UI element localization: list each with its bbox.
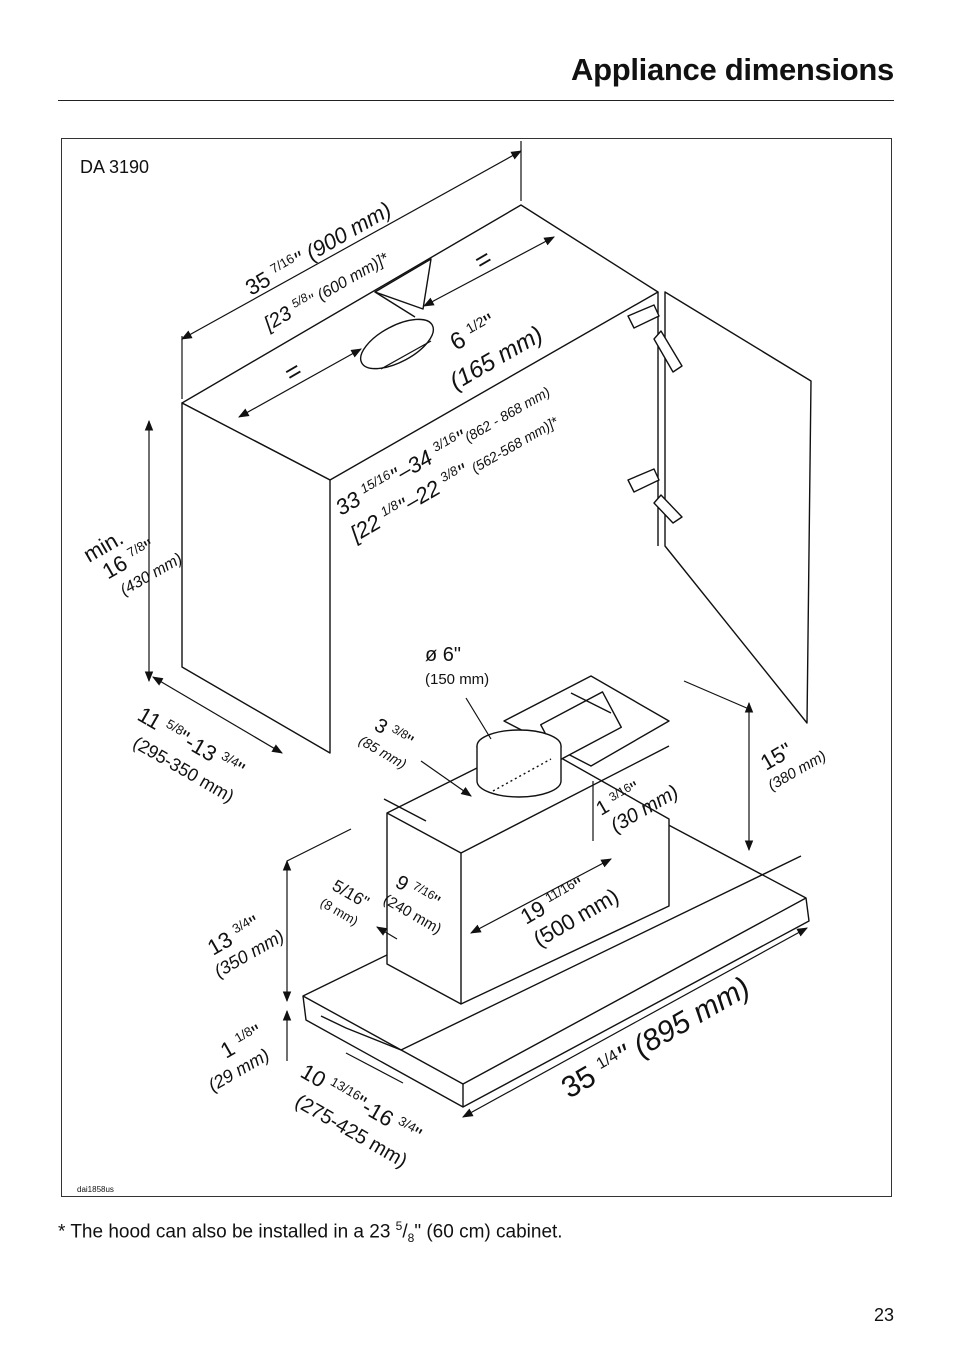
svg-text:(275-425 mm): (275-425 mm) xyxy=(291,1091,411,1173)
dimension-diagram-frame: DA 3190 35 7/16" (900 mm) [23 5/8" (600 … xyxy=(61,138,892,1197)
footnote: * The hood can also be installed in a 23… xyxy=(58,1219,563,1246)
visor-height-label: 1 1/8" (29 mm) xyxy=(205,1020,273,1096)
svg-text:35 7/16" (900 mm): 35 7/16" (900 mm) xyxy=(241,197,396,301)
duct-diameter-label: ø 6" xyxy=(425,644,461,666)
unit-height-label: 15" (380 mm) xyxy=(756,738,829,795)
visor-depth-label: 10 13/16"-16 3/4" (275-425 mm) xyxy=(291,1059,426,1173)
dimension-diagram: DA 3190 35 7/16" (900 mm) [23 5/8" (600 … xyxy=(77,141,829,1194)
figure-reference-code: dai1858us xyxy=(77,1185,114,1194)
title-divider xyxy=(58,100,894,101)
body-setback-label: 5/16" (8 mm) xyxy=(318,876,373,928)
cabinet-depth-label: 11 5/8"-13 3/4" (295-350 mm) xyxy=(130,702,249,807)
page-title: Appliance dimensions xyxy=(570,52,894,87)
cabinet-width-label: 35 7/16" (900 mm) xyxy=(241,197,396,301)
duct-offset-label: 3 3/8" (85 mm) xyxy=(356,714,416,772)
page-number: 23 xyxy=(873,1305,894,1325)
dimension-lines xyxy=(144,141,808,1118)
duct-diameter-metric: (150 mm) xyxy=(425,671,489,688)
min-height-label: min. 16 7/8" (430 mm) xyxy=(79,525,185,599)
model-label: DA 3190 xyxy=(80,157,149,177)
total-depth-label: 13 3/4" (350 mm) xyxy=(203,910,288,981)
